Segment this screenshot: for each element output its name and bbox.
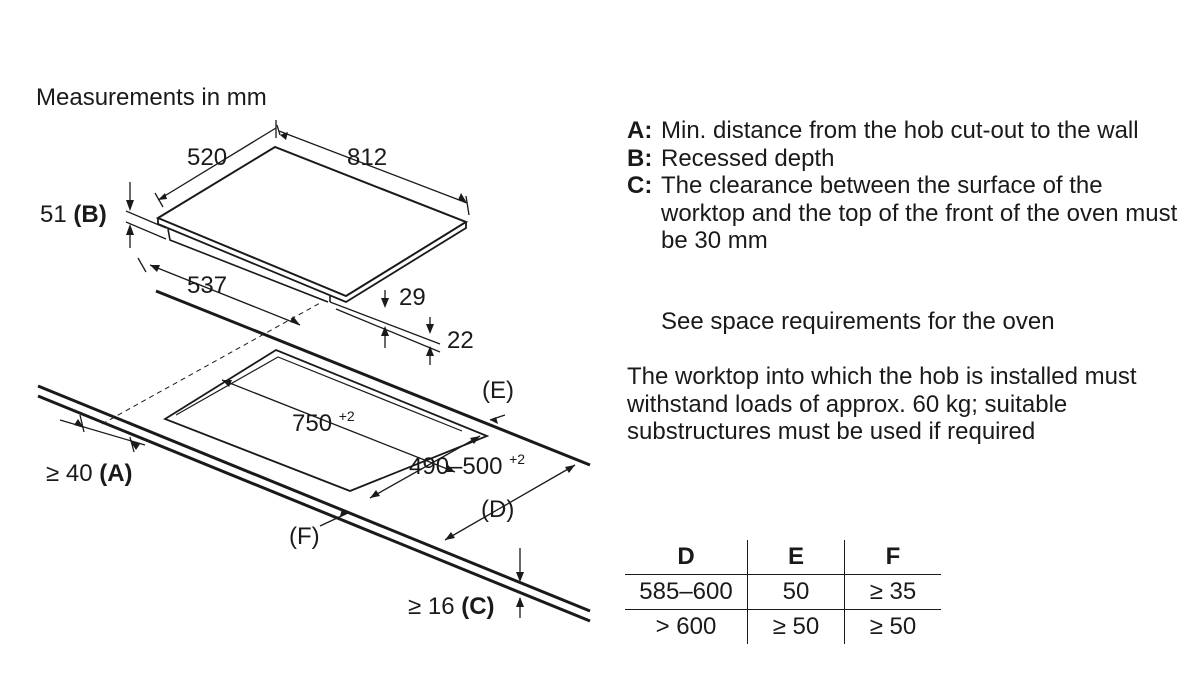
legend-item-a: A: Min. distance from the hob cut-out to… xyxy=(627,117,1187,145)
dim-490-500: 490–500 +2 xyxy=(409,451,525,480)
dim-490-500-value: 490–500 xyxy=(409,453,502,480)
dim-min-clearance-value: ≥ 16 xyxy=(408,593,455,620)
dim-51-value: 51 xyxy=(40,201,67,228)
legend-text: The clearance between the surface of the… xyxy=(661,172,1178,254)
table-cell: ≥ 50 xyxy=(844,609,941,644)
dim-537: 537 xyxy=(187,272,227,299)
worktop-note: The worktop into which the hob is instal… xyxy=(627,363,1137,445)
column-header: D xyxy=(677,543,695,570)
dim-29: 29 xyxy=(399,284,426,311)
legend-item-c: C: The clearance between the surface of … xyxy=(627,172,1187,255)
dim-750: 750 +2 xyxy=(292,408,355,437)
column-header: F xyxy=(844,540,941,575)
projection-line xyxy=(101,302,321,425)
legend-item-b: B: Recessed depth xyxy=(627,145,1187,173)
dim-812: 812 xyxy=(347,144,387,171)
worktop-cutout xyxy=(162,348,490,492)
table-cell: 50 xyxy=(747,574,845,610)
arrow-heads xyxy=(74,132,575,607)
dim-min-wall-label: (A) xyxy=(99,460,132,487)
dim-520: 520 xyxy=(187,144,227,171)
legend-text: Recessed depth xyxy=(661,144,835,172)
dim-min-wall-a: ≥ 40 (A) xyxy=(46,460,133,487)
table-cell: ≥ 50 xyxy=(747,609,845,644)
dim-750-value: 750 xyxy=(292,410,332,437)
dim-22: 22 xyxy=(447,327,474,354)
label-e: (E) xyxy=(482,377,514,404)
table-cell: ≥ 35 xyxy=(844,574,941,610)
dim-min-clearance-label: (C) xyxy=(461,593,494,620)
table-cell: 585–600 xyxy=(625,574,748,610)
legend: A: Min. distance from the hob cut-out to… xyxy=(627,117,1187,255)
dimension-lines xyxy=(59,120,576,618)
table-header-row: D E F xyxy=(625,540,941,575)
label-f: (F) xyxy=(289,523,320,550)
table-row: 585–600 50 ≥ 35 xyxy=(625,574,941,610)
legend-key: C: xyxy=(627,172,653,199)
page-title: Measurements in mm xyxy=(36,84,267,111)
dim-51-label: (B) xyxy=(73,201,106,228)
dim-min-wall-value: ≥ 40 xyxy=(46,460,93,487)
hob xyxy=(155,145,469,304)
legend-key: B: xyxy=(627,144,653,172)
column-header: E xyxy=(747,540,845,575)
dim-min-clearance-c: ≥ 16 (C) xyxy=(408,593,495,620)
legend-key: A: xyxy=(627,117,653,144)
dim-750-tolerance: +2 xyxy=(339,408,355,424)
table-row: > 600 ≥ 50 ≥ 50 xyxy=(625,609,941,644)
table-cell: > 600 xyxy=(625,609,748,644)
legend-text: Min. distance from the hob cut-out to th… xyxy=(661,117,1139,144)
clearance-table: D E F 585–600 50 ≥ 35 > 600 ≥ 50 ≥ 50 xyxy=(625,540,941,644)
dim-51-b: 51 (B) xyxy=(40,201,107,228)
oven-note: See space requirements for the oven xyxy=(661,308,1055,335)
label-d: (D) xyxy=(481,496,514,523)
dim-490-500-tolerance: +2 xyxy=(509,451,525,467)
worktop xyxy=(37,289,591,623)
